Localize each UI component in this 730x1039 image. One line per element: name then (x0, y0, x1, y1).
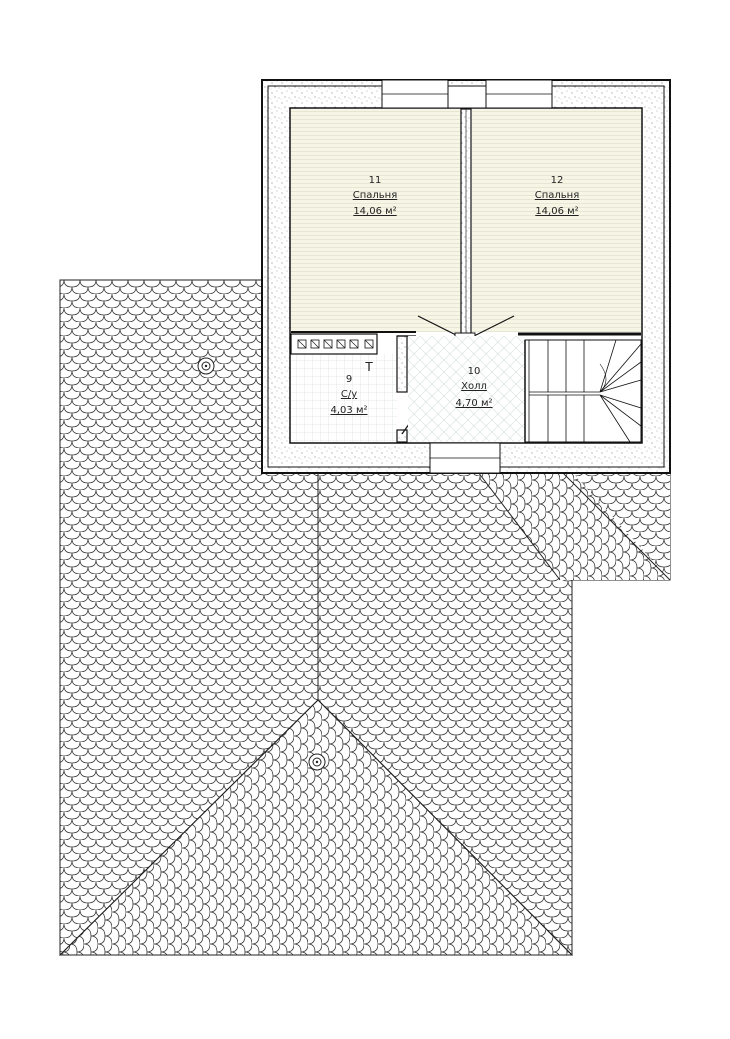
room-area: 4,70 м² (456, 398, 493, 409)
vent-shaft-row (290, 333, 378, 355)
room-name: Холл (461, 381, 487, 392)
room-number: 11 (369, 175, 382, 186)
room-area: 14,06 м² (535, 206, 578, 217)
room-12-floor (472, 109, 641, 332)
room-area: 14,06 м² (353, 206, 396, 217)
room-name: Спальня (353, 190, 398, 201)
roof-vent-icon (308, 753, 326, 771)
room-label-10: 10 Холл 4,70 м² (456, 366, 493, 409)
staircase (524, 339, 642, 443)
door-leaf (417, 315, 459, 337)
room-number: 10 (468, 366, 481, 377)
roof-vent-icon (197, 357, 215, 375)
room-9-floor (291, 354, 397, 442)
room-label-12: 12 Спальня 14,06 м² (535, 175, 580, 217)
window (447, 85, 487, 109)
room-10-floor (408, 336, 524, 442)
room-label-11: 11 Спальня 14,06 м² (353, 175, 398, 217)
room-name: С/у (341, 389, 357, 400)
roof-hip-upper-slope (478, 472, 670, 580)
toilet-mark: Т (364, 360, 373, 374)
room-area: 4,03 м² (331, 405, 368, 416)
door-leaf (473, 315, 515, 337)
room-number: 9 (346, 374, 352, 385)
room-name: Спальня (535, 190, 580, 201)
vent-shaft-icon (297, 339, 374, 349)
bathroom-partition (396, 335, 408, 393)
room-11-floor (291, 109, 461, 332)
room-label-9: 9 С/у 4,03 м² (331, 374, 368, 416)
room-number: 12 (551, 175, 564, 186)
